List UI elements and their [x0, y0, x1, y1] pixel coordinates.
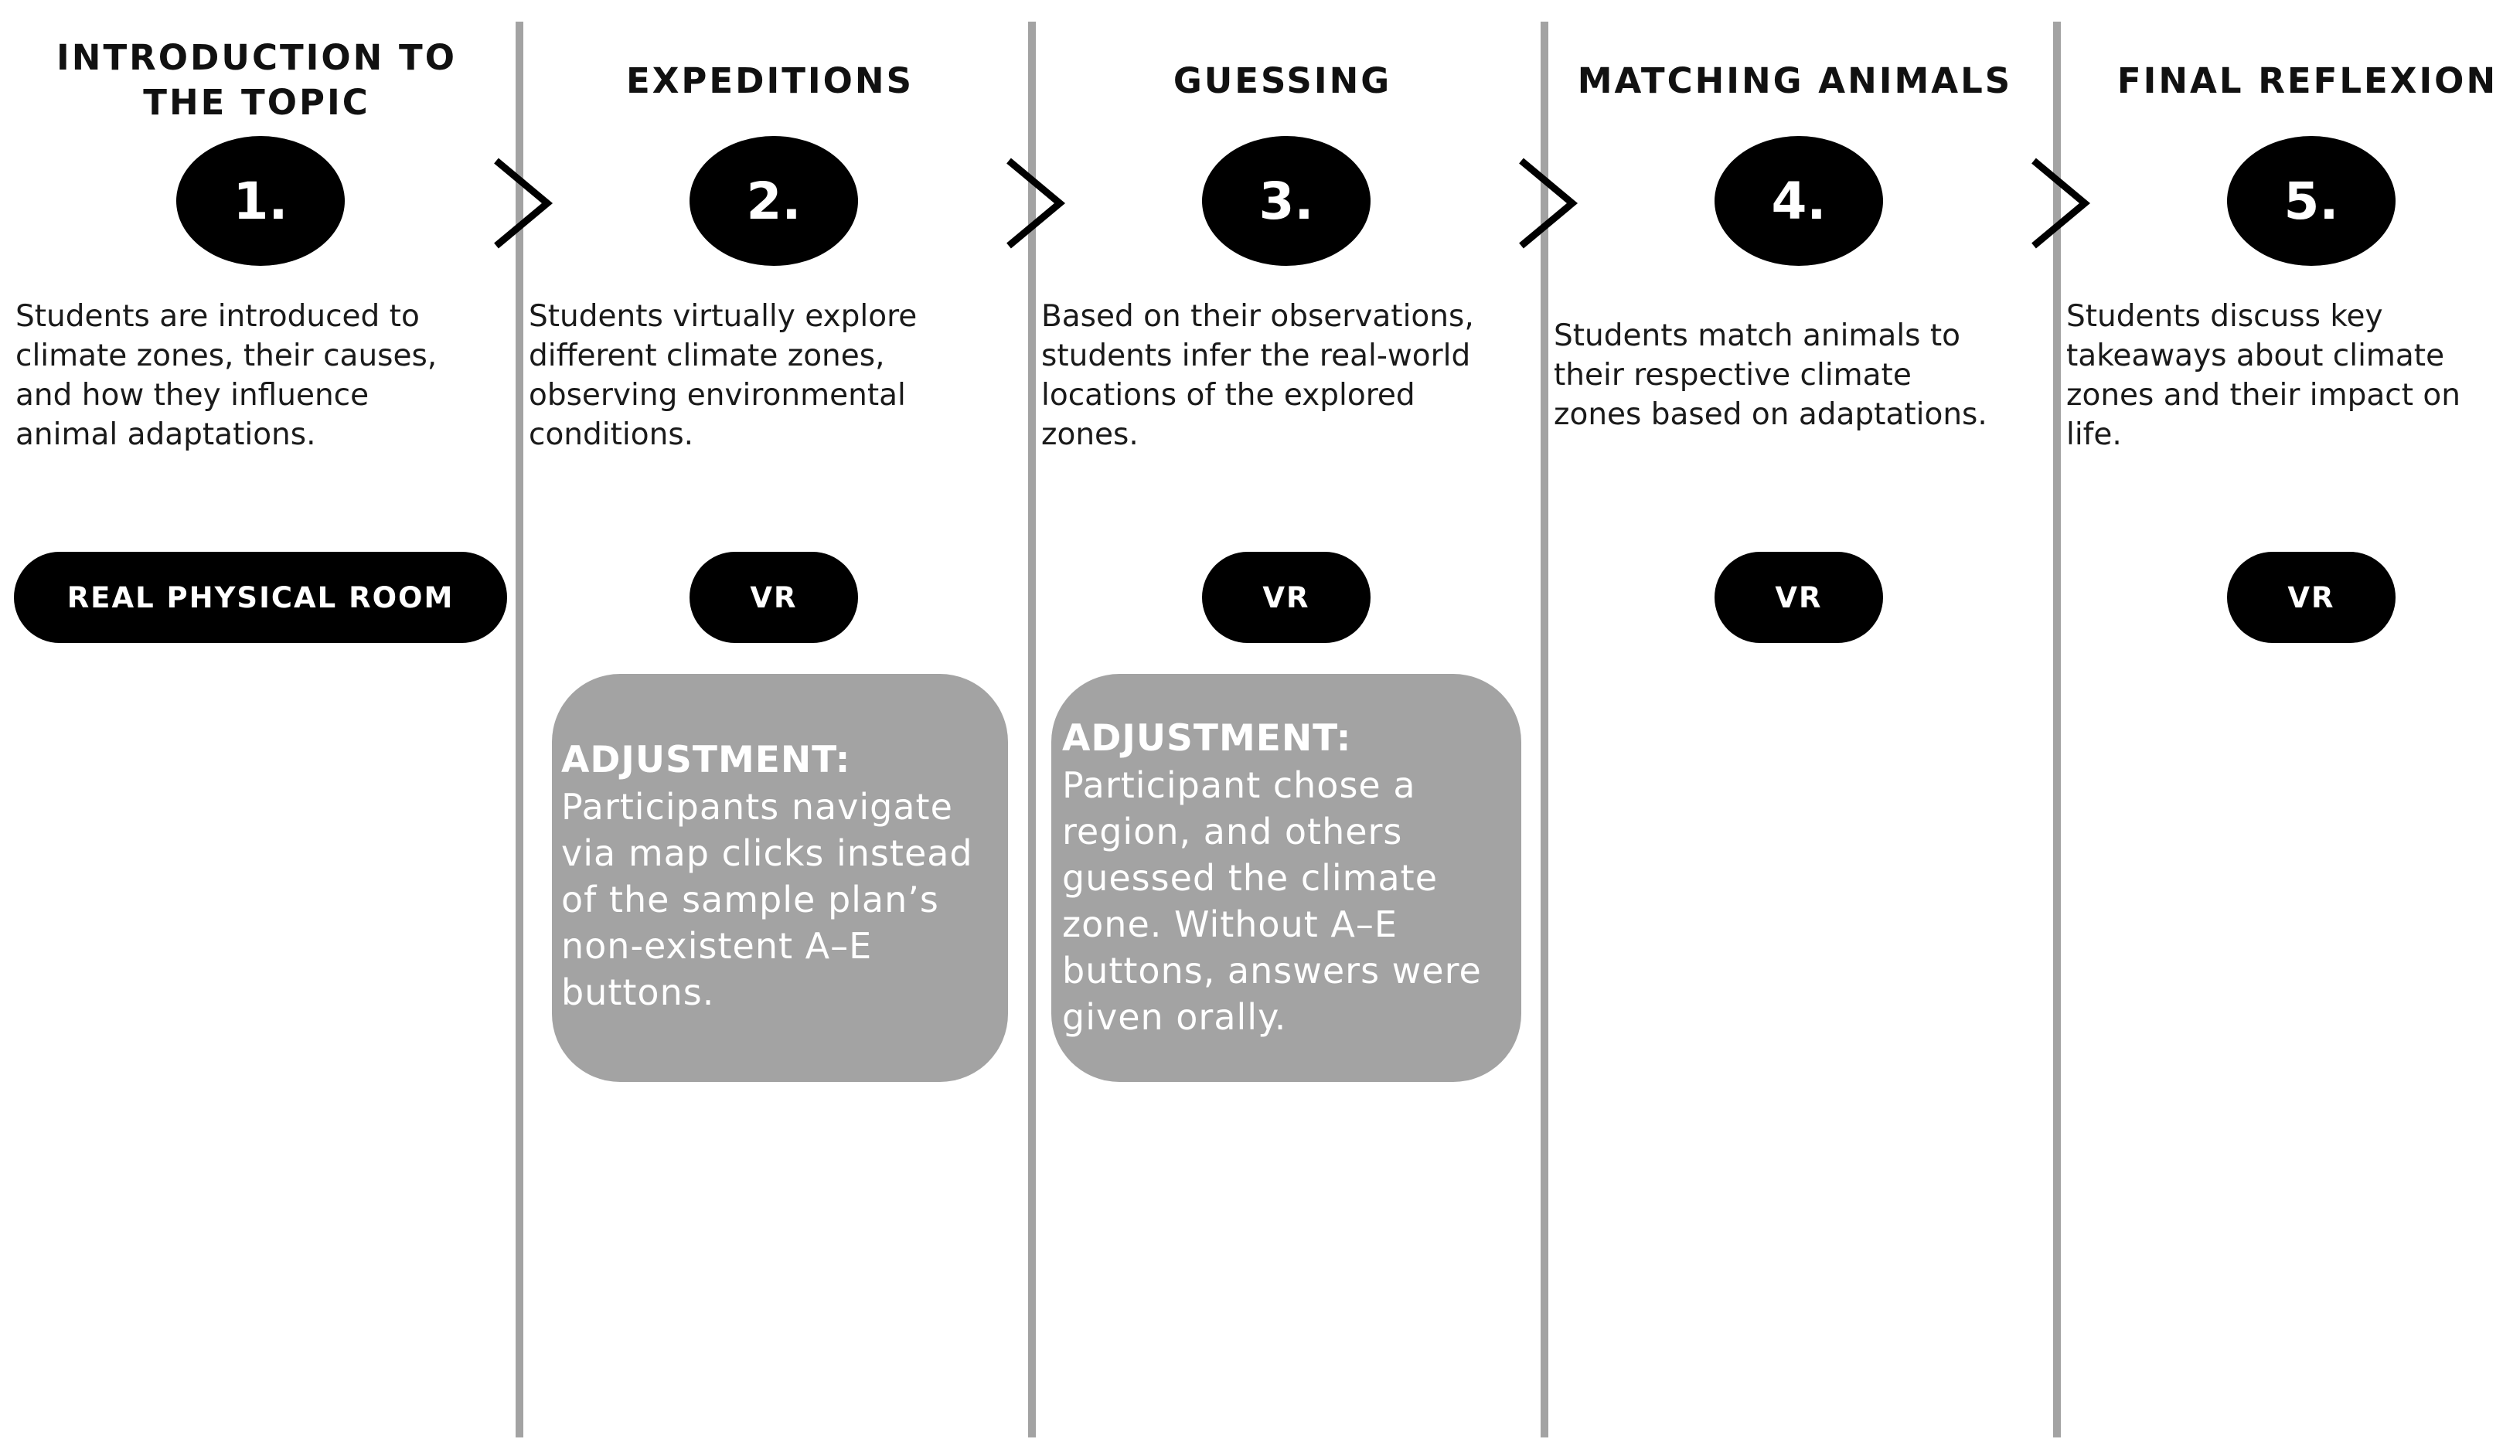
step-description: Students are introduced to climate zones… — [15, 299, 438, 452]
step-title: INTRODUCTION TO THE TOPIC — [56, 37, 457, 123]
adjustment-text: Participants navigate via map clicks ins… — [561, 786, 973, 1013]
step-number-circle: 2. — [690, 136, 858, 266]
step-number-circle: 5. — [2227, 136, 2396, 266]
step-title: EXPEDITIONS — [625, 60, 914, 101]
step-description: Based on their observations, students in… — [1041, 299, 1474, 452]
step-description: Students discuss key takeaways about cli… — [2066, 299, 2460, 452]
step-description: Students match animals to their respecti… — [1554, 318, 1987, 432]
step-column-5: FINAL REFLEXION 5. Students discuss key … — [2051, 0, 2520, 1456]
chevron-right-icon — [494, 158, 553, 249]
step-title: GUESSING — [1173, 60, 1392, 101]
setting-badge: VR — [2227, 552, 2396, 643]
adjustment-note: ADJUSTMENT: Participant chose a region, … — [1051, 674, 1521, 1082]
step-column-2: EXPEDITIONS 2. Students virtually explor… — [513, 0, 1027, 1456]
step-title: FINAL REFLEXION — [2116, 60, 2498, 101]
adjustment-text: Participant chose a region, and others g… — [1062, 764, 1482, 1038]
column-divider — [516, 22, 523, 1437]
step-number-circle: 4. — [1715, 136, 1883, 266]
setting-badge: REAL PHYSICAL ROOM — [14, 552, 507, 643]
step-description: Students virtually explore different cli… — [529, 299, 918, 452]
adjustment-note: ADJUSTMENT: Participants navigate via ma… — [552, 674, 1008, 1082]
step-title: MATCHING ANIMALS — [1577, 60, 2013, 101]
column-divider — [2053, 22, 2061, 1437]
step-column-4: MATCHING ANIMALS 4. Students match anima… — [1538, 0, 2052, 1456]
column-divider — [1028, 22, 1036, 1437]
adjustment-label: ADJUSTMENT: — [561, 739, 851, 781]
chevron-right-icon — [1519, 158, 1578, 249]
chevron-right-icon — [2031, 158, 2091, 249]
step-column-1: INTRODUCTION TO THE TOPIC 1. Students ar… — [0, 0, 513, 1456]
setting-badge: VR — [1202, 552, 1371, 643]
setting-badge: VR — [690, 552, 858, 643]
chevron-right-icon — [1006, 158, 1066, 249]
adjustment-label: ADJUSTMENT: — [1062, 717, 1352, 760]
step-number-circle: 3. — [1202, 136, 1371, 266]
setting-badge: VR — [1715, 552, 1883, 643]
step-number-circle: 1. — [176, 136, 345, 266]
step-column-3: GUESSING 3. Based on their observations,… — [1026, 0, 1539, 1456]
column-divider — [1541, 22, 1548, 1437]
